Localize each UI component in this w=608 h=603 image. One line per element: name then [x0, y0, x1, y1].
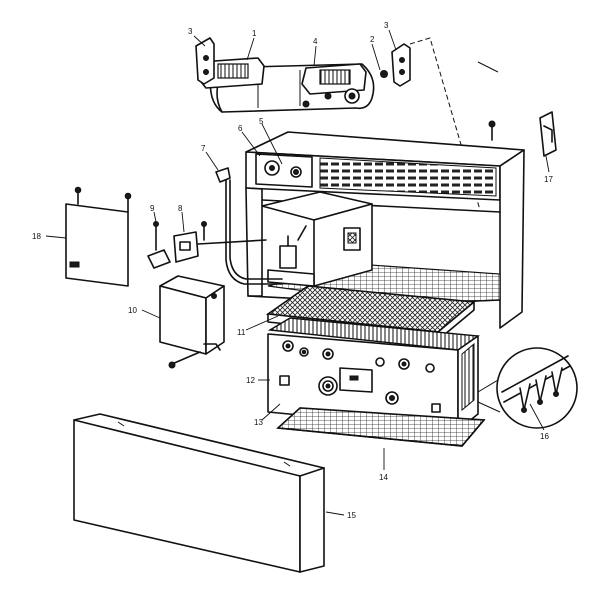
- leader-lines: [45, 29, 550, 516]
- main-cabinet: [245, 120, 525, 329]
- callout-3-right: 3: [384, 21, 389, 30]
- callout-6: 6: [238, 124, 243, 133]
- callout-14: 14: [379, 473, 388, 482]
- callout-labels: 1 2 3 3 4 5 6 7 8 9 10 11 12 13 14 15 16…: [32, 21, 553, 520]
- callout-15: 15: [347, 511, 356, 520]
- transformer-box: [159, 275, 225, 369]
- callout-18: 18: [32, 232, 41, 241]
- blower-assembly: [195, 37, 411, 113]
- burner-assembly: [267, 317, 480, 431]
- heat-exchanger-box: [261, 191, 373, 287]
- callout-2: 2: [370, 35, 375, 44]
- front-panel: [73, 413, 325, 573]
- callout-5: 5: [259, 117, 264, 126]
- callout-7: 7: [201, 144, 206, 153]
- callout-10: 10: [128, 306, 137, 315]
- callout-3-left: 3: [188, 27, 193, 36]
- side-panel: [65, 186, 132, 287]
- callout-4: 4: [313, 37, 318, 46]
- callout-12: 12: [246, 376, 255, 385]
- bottom-grille: [276, 407, 486, 447]
- bracket-17: [539, 111, 557, 157]
- callout-1: 1: [252, 29, 257, 38]
- callout-8: 8: [178, 204, 183, 213]
- callout-13: 13: [254, 418, 263, 427]
- callout-9: 9: [150, 204, 155, 213]
- thermocouple-wire: [215, 167, 283, 285]
- detail-circle: [477, 347, 578, 429]
- switch-part: [147, 221, 171, 269]
- callout-17: 17: [544, 175, 553, 184]
- limit-switch: [173, 221, 267, 263]
- callout-16: 16: [540, 432, 549, 441]
- callout-11: 11: [237, 328, 246, 337]
